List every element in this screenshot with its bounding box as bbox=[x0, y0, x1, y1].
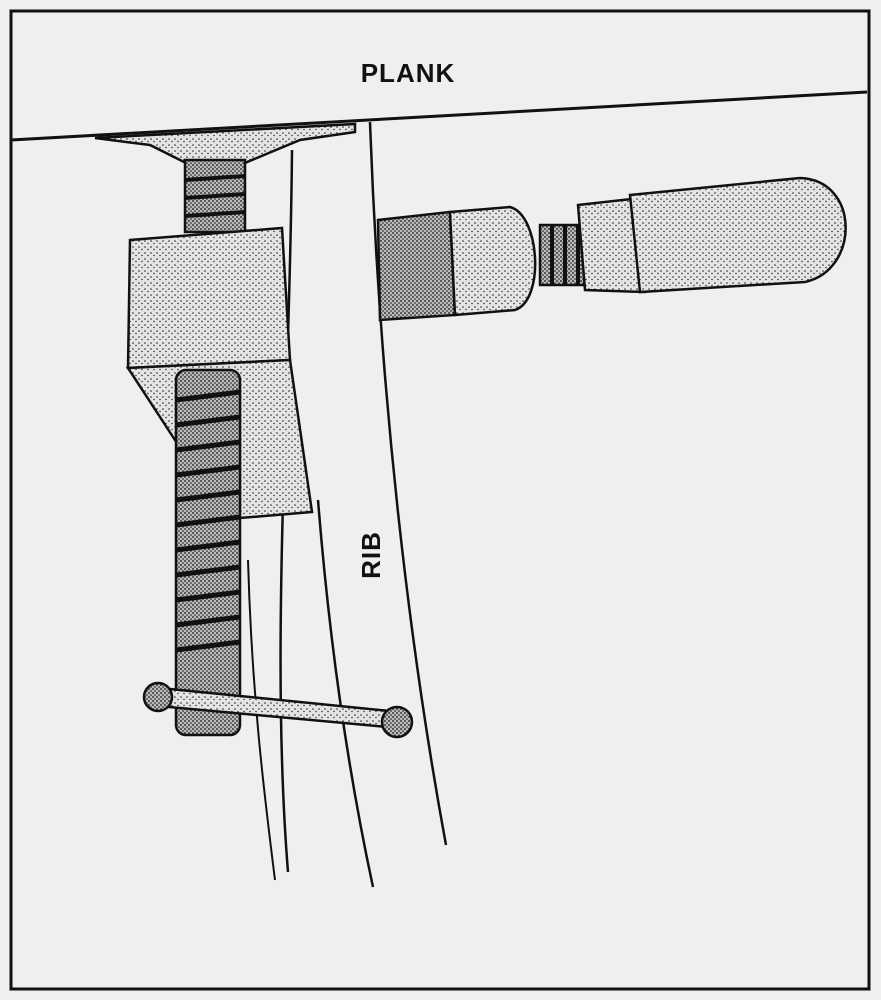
rib-label: RIB bbox=[356, 531, 386, 579]
plank-label: PLANK bbox=[361, 58, 456, 88]
diagram-frame bbox=[9, 9, 871, 991]
clamp bbox=[94, 122, 414, 739]
handle-screw bbox=[376, 176, 847, 322]
plank-edge bbox=[10, 90, 868, 142]
